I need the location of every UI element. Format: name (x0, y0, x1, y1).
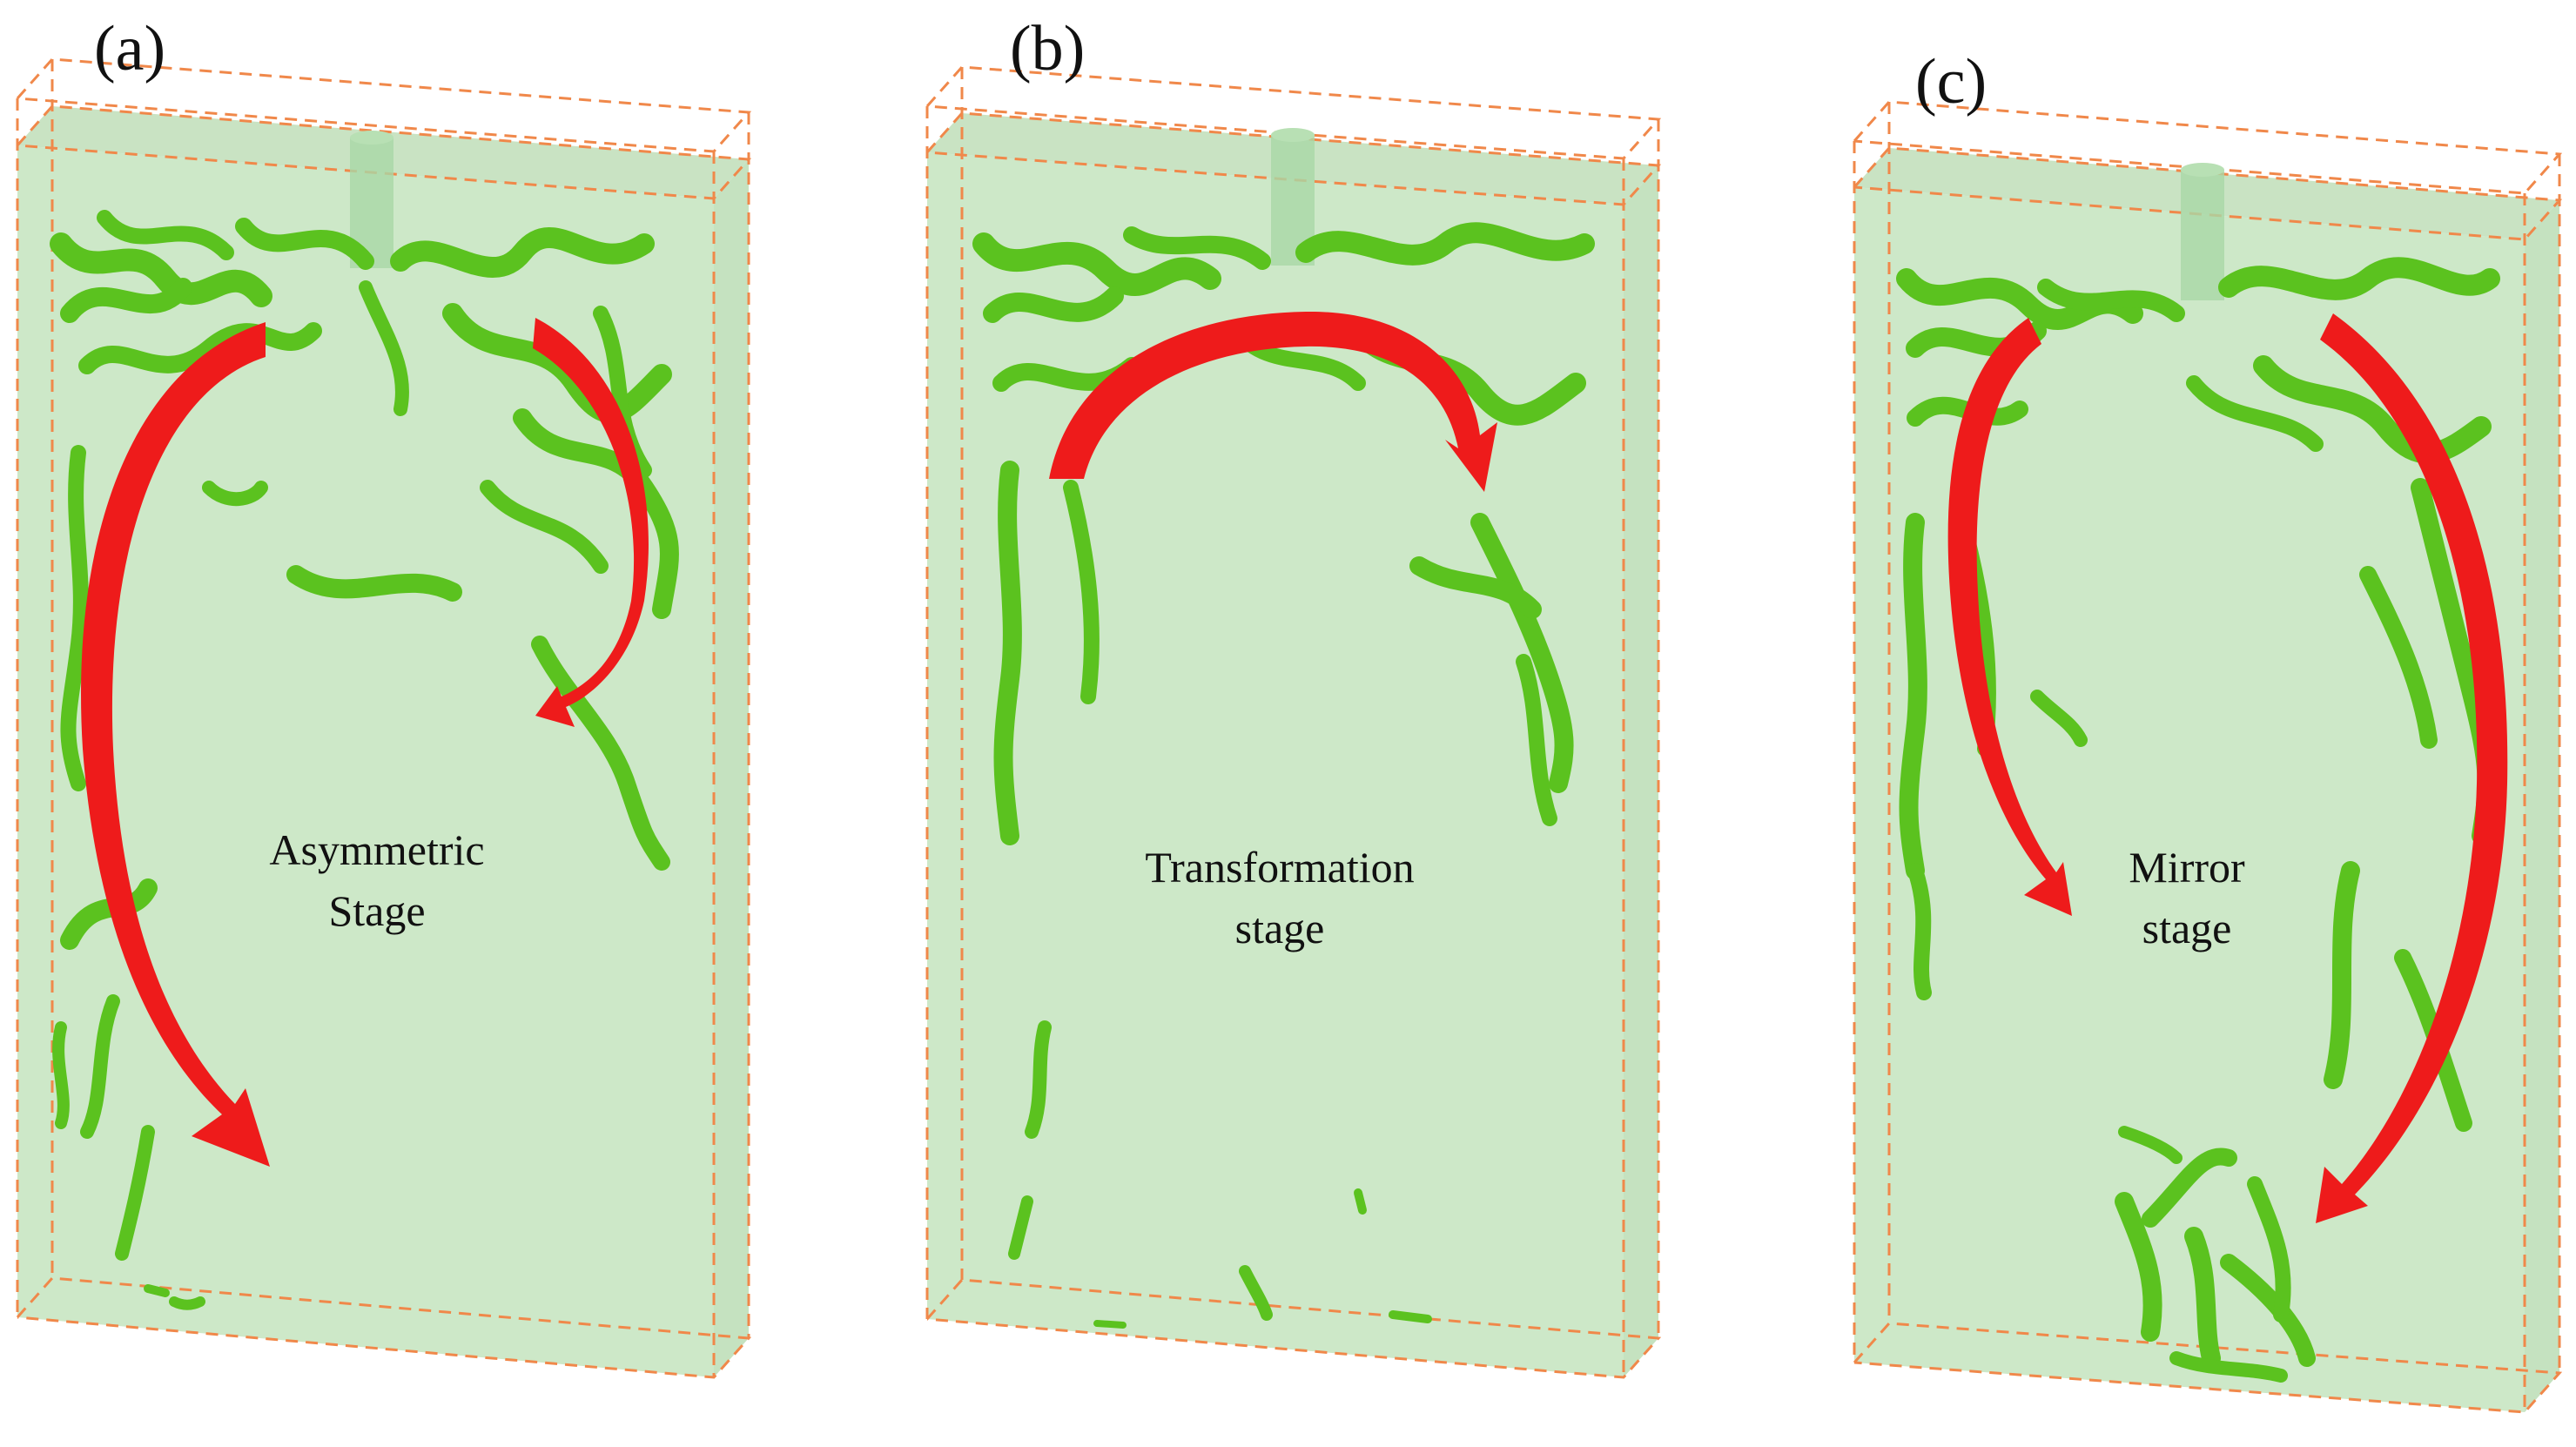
nozzle (350, 131, 393, 268)
flow-arrow-right (533, 318, 649, 727)
box-side-face (714, 159, 749, 1377)
stage-text-line1: Asymmetric (269, 825, 484, 874)
flow-arrow-right (2316, 313, 2508, 1223)
box-side-face (2525, 200, 2559, 1412)
stage-text-line2: stage (2142, 904, 2232, 952)
vortex-structures (50, 210, 679, 1310)
box-side-face (1624, 165, 1658, 1377)
stage-text-line2: Stage (328, 886, 425, 935)
box-front-face (927, 152, 1624, 1377)
flow-arrow-left (81, 322, 270, 1167)
panel-label: (b) (1010, 13, 1085, 84)
panel-label: (c) (1915, 46, 1987, 118)
box-front-face (1854, 187, 2525, 1412)
panel-c: (c) Mirror stage (1853, 46, 2563, 1414)
stage-text-line1: Transformation (1145, 843, 1414, 892)
flow-arrows (81, 318, 649, 1167)
panel-b: (b) Transformation stage (925, 13, 1662, 1379)
vortex-structures (1896, 257, 2500, 1383)
box-dashed-edges (925, 65, 1662, 1379)
box-dashed-edges (16, 57, 752, 1379)
mold-box (925, 65, 1662, 1379)
flow-arrows (1049, 311, 1497, 492)
stage-text-line2: stage (1235, 904, 1325, 952)
mold-box (1853, 100, 2563, 1414)
flow-arrows (1947, 313, 2508, 1223)
panel-label: (a) (94, 13, 165, 84)
flow-arrow-left (1947, 318, 2072, 916)
nozzle (2181, 163, 2224, 300)
stage-text-line1: Mirror (2129, 843, 2245, 892)
panel-a: (a) Asymmetric Stage (16, 13, 752, 1379)
box-dashed-edges (1853, 100, 2563, 1414)
flow-arrow-arc (1049, 311, 1497, 492)
